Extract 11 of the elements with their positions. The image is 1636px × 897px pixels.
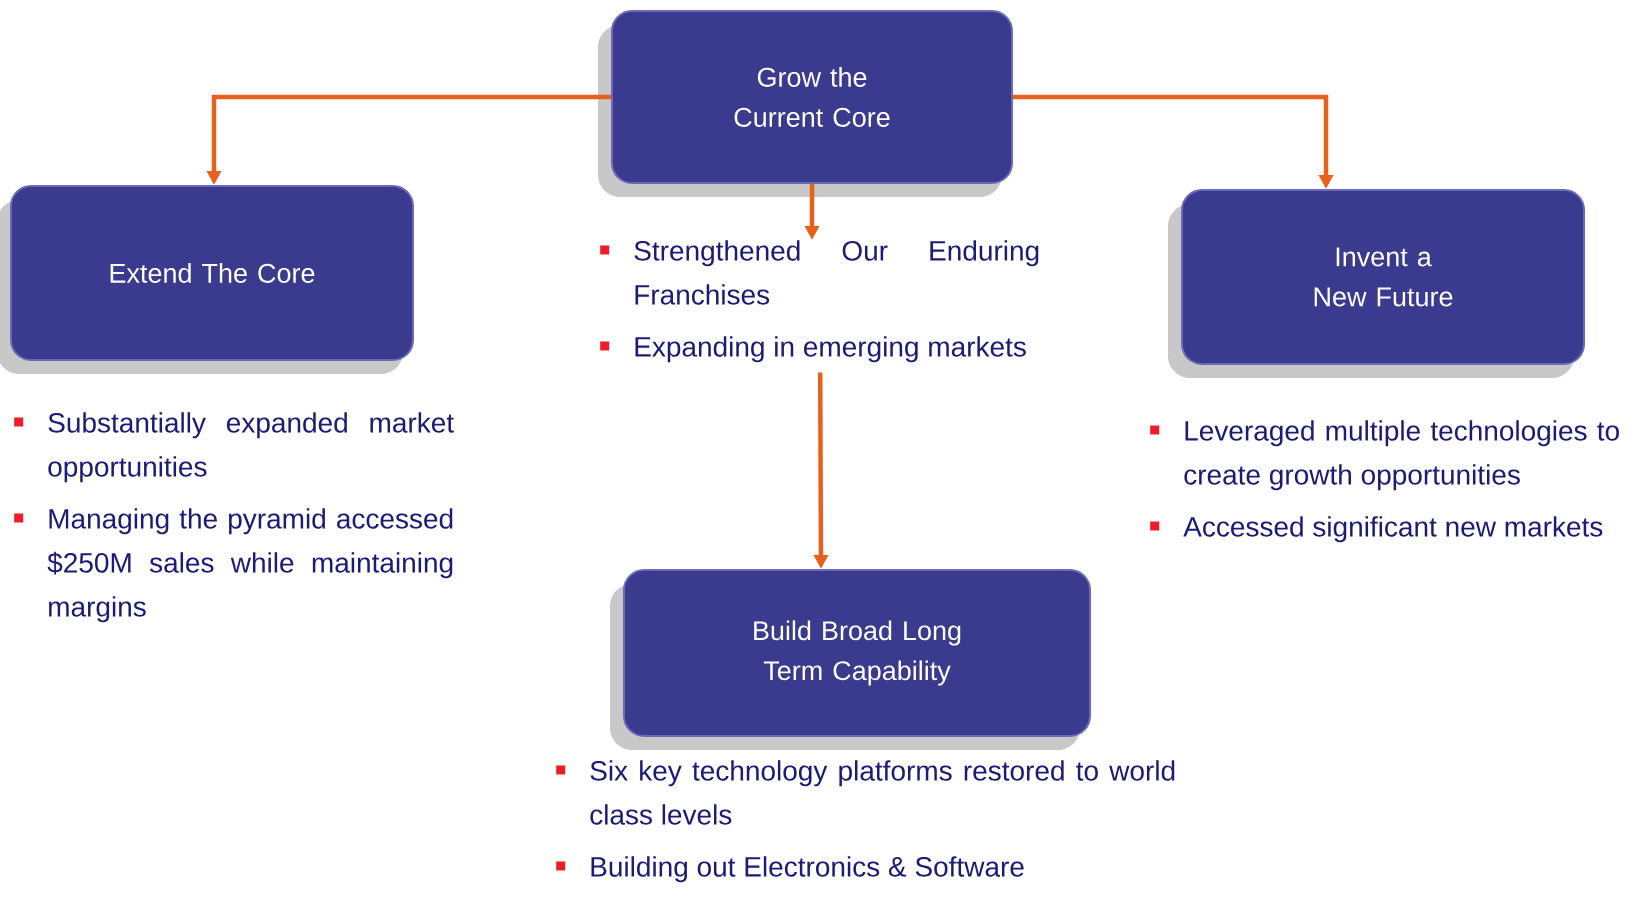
node-label: Building out Electronics & Software <box>591 856 1024 883</box>
strategy-box: Extend The Core <box>0 185 414 374</box>
node-text: Strengthened Our Enduring Franchises Expanding in emerging markets <box>634 240 1039 363</box>
strategy-box: Grow the Current Core <box>598 10 1013 197</box>
node-label: Six key technology platforms restored to world class levels <box>590 760 1175 825</box>
strategy-box: Invent a New Future <box>1168 189 1585 378</box>
node-label: Leveraged multiple technologies to create growth opportunities <box>1184 420 1619 491</box>
node-label: Managing the pyramid accessed $250M sales while maintaining margins <box>47 508 453 623</box>
node-label: Accessed significant new markets <box>1183 516 1603 543</box>
node-label: Substantially expanded market opportunities <box>48 412 454 483</box>
strategy-box: Build Broad Long Term Capability <box>610 569 1091 750</box>
